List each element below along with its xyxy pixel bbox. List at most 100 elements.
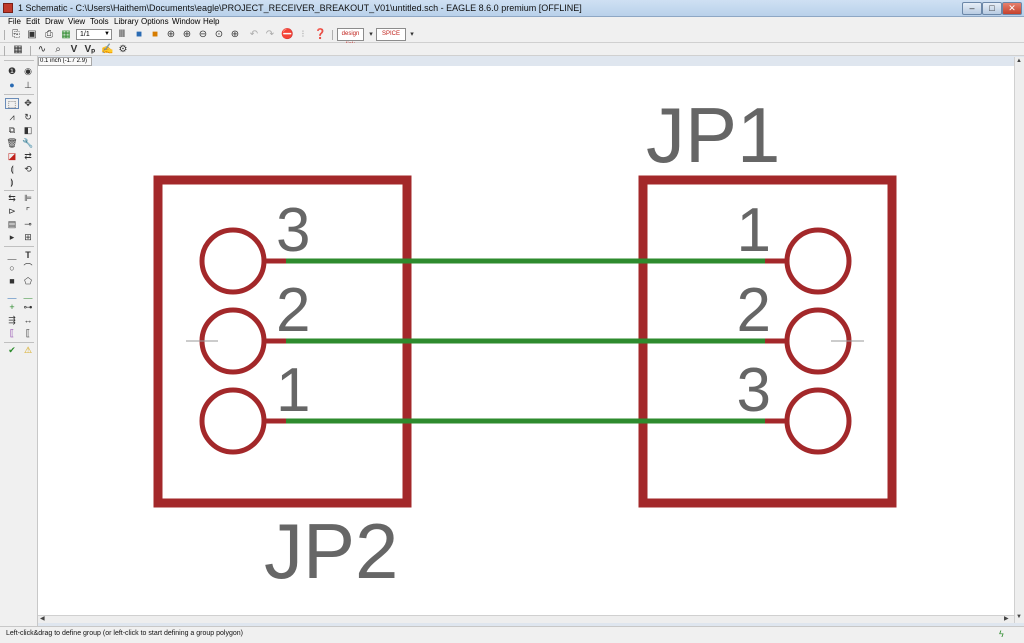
eagle-app-icon[interactable] bbox=[3, 3, 13, 13]
module-icon[interactable]: ⟦ bbox=[9, 328, 15, 338]
jp2-pin-number[interactable]: 3 bbox=[276, 196, 310, 265]
chevron-down-icon[interactable]: ▾ bbox=[410, 31, 414, 38]
junction-icon[interactable]: + bbox=[9, 302, 15, 312]
print-icon[interactable]: ⎙ bbox=[45, 29, 53, 40]
pin-icon[interactable]: ✍ bbox=[101, 44, 114, 55]
info-icon[interactable]: ⌕ bbox=[55, 44, 61, 55]
net-icon[interactable]: ⎽ bbox=[23, 289, 33, 299]
zoom-redraw-icon[interactable]: ⊙ bbox=[214, 29, 224, 40]
text-icon[interactable]: T bbox=[25, 250, 31, 260]
value-icon[interactable]: ⊫ bbox=[24, 193, 32, 203]
jp2-pin-number[interactable]: 2 bbox=[276, 276, 310, 345]
jp1-pin-number[interactable]: 3 bbox=[737, 356, 771, 425]
delete-icon[interactable]: 🗑 bbox=[6, 138, 18, 148]
menu-library[interactable]: Library bbox=[114, 17, 139, 26]
layer-icon[interactable]: ∿ bbox=[37, 44, 47, 55]
show-icon[interactable]: ◉ bbox=[24, 66, 32, 76]
dimension-icon[interactable]: ↔ bbox=[23, 315, 33, 325]
jp2-pin-number[interactable]: 1 bbox=[276, 356, 310, 425]
scroll-up-icon[interactable]: ▲ bbox=[1016, 58, 1022, 64]
move-icon[interactable]: ✥ bbox=[24, 98, 32, 108]
erc-icon[interactable]: ⊞ bbox=[24, 232, 32, 242]
cam-icon[interactable]: Ⅲ bbox=[118, 29, 126, 40]
undo-icon[interactable]: ↶ bbox=[249, 29, 259, 40]
split-wire-icon[interactable]: ⊸ bbox=[24, 219, 32, 229]
menu-draw[interactable]: Draw bbox=[45, 17, 64, 26]
menu-view[interactable]: View bbox=[68, 17, 86, 26]
vertical-scrollbar[interactable]: ▲ ▼ bbox=[1014, 57, 1024, 623]
chevron-down-icon[interactable]: ▾ bbox=[369, 31, 373, 38]
menu-help[interactable]: Help bbox=[203, 17, 220, 26]
menu-tools[interactable]: Tools bbox=[90, 17, 109, 26]
scr-icon[interactable]: ■ bbox=[151, 29, 159, 40]
menu-window[interactable]: Window bbox=[172, 17, 201, 26]
info-icon[interactable]: ❶ bbox=[7, 66, 17, 76]
help-icon[interactable]: ❓ bbox=[314, 29, 327, 40]
name-icon[interactable]: ⇆ bbox=[8, 193, 16, 203]
label-icon[interactable]: ⊶ bbox=[23, 302, 33, 312]
warning-icon[interactable]: ⚠ bbox=[23, 345, 33, 355]
group-icon[interactable]: ⬚ bbox=[5, 98, 19, 109]
board-icon[interactable]: ▦ bbox=[61, 29, 71, 40]
zoom-select-icon[interactable]: ⊕ bbox=[230, 29, 240, 40]
module-port-icon[interactable]: ⟦ bbox=[25, 328, 31, 338]
erc-check-icon[interactable]: ✔ bbox=[8, 345, 16, 355]
save-icon[interactable]: ▣ bbox=[27, 29, 37, 40]
stop-icon[interactable]: ⛔ bbox=[281, 29, 294, 40]
scroll-down-icon[interactable]: ▼ bbox=[1016, 614, 1022, 620]
mark-icon[interactable]: ⊥ bbox=[24, 80, 32, 90]
jp1-part-name[interactable]: JP1 bbox=[646, 91, 780, 179]
miter-icon[interactable]: ⌜ bbox=[25, 206, 31, 216]
zoom-in-icon[interactable]: ⊕ bbox=[182, 29, 192, 40]
copy-icon[interactable]: ⧉ bbox=[8, 125, 16, 135]
replace-icon[interactable]: ◪ bbox=[7, 151, 17, 161]
jp1-pin-1[interactable] bbox=[784, 227, 852, 295]
jp2-part-name[interactable]: JP2 bbox=[264, 507, 398, 595]
go-icon[interactable]: ⁝ bbox=[301, 29, 305, 40]
horizontal-scrollbar[interactable]: ◀ ▶ bbox=[38, 615, 1014, 623]
redo-icon[interactable]: ↷ bbox=[265, 29, 275, 40]
spice-button[interactable]: SPICE bbox=[376, 28, 406, 41]
attribute-icon[interactable]: ▤ bbox=[7, 219, 17, 229]
rectangle-icon[interactable]: ■ bbox=[9, 276, 15, 286]
grid-icon[interactable]: ▦ bbox=[13, 44, 23, 55]
mirror-icon[interactable]: ⩘ bbox=[9, 112, 15, 122]
rotate-icon[interactable]: ↻ bbox=[24, 112, 32, 122]
menu-file[interactable]: File bbox=[8, 17, 21, 26]
zoom-out-icon[interactable]: ⊖ bbox=[198, 29, 208, 40]
pin-swap-icon[interactable]: Vₚ bbox=[84, 44, 96, 55]
value-icon[interactable]: V bbox=[70, 44, 78, 55]
maximize-button[interactable]: □ bbox=[982, 2, 1002, 15]
split-icon[interactable]: ⟭ bbox=[10, 177, 14, 187]
polygon-icon[interactable]: ⬠ bbox=[24, 276, 32, 286]
arc-icon[interactable]: ⌒ bbox=[23, 263, 33, 273]
minimize-button[interactable]: – bbox=[962, 2, 982, 15]
bus-icon[interactable]: ⎽ bbox=[7, 289, 17, 299]
port-icon[interactable]: ⇶ bbox=[8, 315, 16, 325]
optimize-icon[interactable]: ▸ bbox=[9, 232, 15, 242]
ulp-icon[interactable]: ■ bbox=[135, 29, 143, 40]
menu-options[interactable]: Options bbox=[141, 17, 169, 26]
circle-icon[interactable]: ○ bbox=[9, 263, 15, 273]
scroll-left-icon[interactable]: ◀ bbox=[40, 616, 45, 622]
jp2-pin-1[interactable] bbox=[199, 387, 267, 455]
jp1-pin-number[interactable]: 2 bbox=[737, 276, 771, 345]
gate-swap-icon[interactable]: ⟬ bbox=[10, 164, 14, 174]
gear-icon[interactable]: ⚙ bbox=[118, 44, 128, 55]
display-icon[interactable]: ● bbox=[9, 80, 15, 90]
line-icon[interactable]: ⎽ bbox=[7, 250, 17, 260]
open-icon[interactable]: ⎘ bbox=[12, 29, 20, 40]
zoom-fit-icon[interactable]: ⊕ bbox=[166, 29, 176, 40]
jp1-pin-3[interactable] bbox=[784, 387, 852, 455]
jp1-pin-number[interactable]: 1 bbox=[737, 196, 771, 265]
sheet-select[interactable]: 1/1 ▼ bbox=[76, 29, 112, 40]
jp2-pin-3[interactable] bbox=[199, 227, 267, 295]
scroll-right-icon[interactable]: ▶ bbox=[1004, 616, 1009, 622]
smash-icon[interactable]: ⊳ bbox=[8, 206, 16, 216]
change-icon[interactable]: ⇄ bbox=[24, 151, 32, 161]
lightning-icon[interactable]: ϟ bbox=[999, 629, 1004, 639]
wrench-icon[interactable]: 🔧 bbox=[22, 138, 34, 148]
design-link-button[interactable]: design link bbox=[337, 28, 364, 48]
